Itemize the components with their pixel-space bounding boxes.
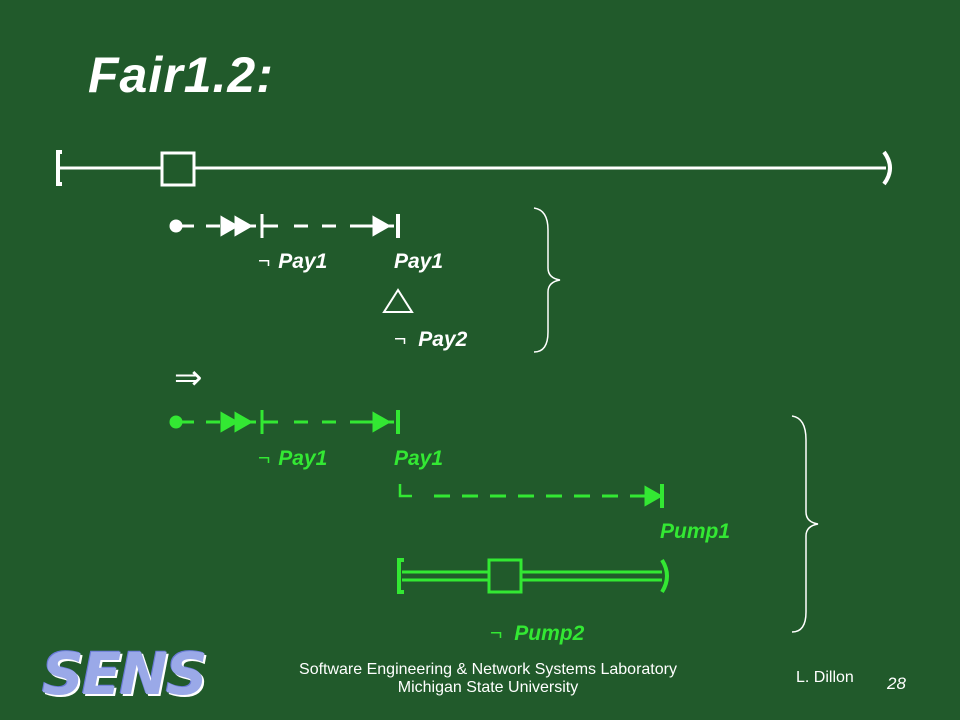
top-interval <box>56 150 892 187</box>
author: L. Dillon <box>796 669 854 686</box>
implies-icon: ⇒ <box>174 358 203 398</box>
top-end-arrow-1 <box>372 215 392 237</box>
bottom-brace <box>791 415 819 633</box>
bottom-dashed-interval <box>169 410 400 434</box>
green-left-bracket <box>397 558 404 594</box>
top-interval-box <box>160 151 196 187</box>
top-double-arrow-2 <box>234 215 254 237</box>
not-pump2-text: Pump2 <box>514 622 585 645</box>
and-triangle <box>382 288 414 313</box>
green-right-paren <box>660 558 669 594</box>
top-not-pay1-text: Pay1 <box>278 250 328 273</box>
pump1-label: Pump1 <box>660 520 731 543</box>
top-not-pay2-text: Pay2 <box>418 328 468 351</box>
green-interval <box>397 558 669 594</box>
slide-title: Fair1.2: <box>88 47 274 103</box>
negation-icon: ¬ <box>258 250 271 273</box>
top-interval-right-paren <box>882 150 892 186</box>
bottom-not-pay1-text: Pay1 <box>278 447 328 470</box>
bottom-pay1-label: Pay1 <box>394 447 444 470</box>
top-start-dot <box>169 219 183 233</box>
top-pay1-label: Pay1 <box>394 250 444 273</box>
not-pump2-label: ¬ Pump2 <box>490 622 584 646</box>
negation-icon: ¬ <box>490 622 503 645</box>
lab-name: Software Engineering & Network Systems L… <box>250 661 726 697</box>
top-not-pay2-label: ¬ Pay2 <box>394 328 467 352</box>
green-interval-box <box>487 558 523 594</box>
negation-icon: ¬ <box>258 447 271 470</box>
bottom-end-arrow-1 <box>372 411 392 433</box>
pump1-arrowhead <box>644 485 664 507</box>
lab-line2: Michigan State University <box>397 679 579 696</box>
bottom-double-arrow-2 <box>234 411 254 433</box>
bottom-double-arrow-1 <box>220 411 240 433</box>
top-double-arrow-1 <box>220 215 240 237</box>
top-dashed-interval <box>169 214 400 238</box>
page-number: 28 <box>887 674 906 693</box>
bottom-start-dot <box>169 415 183 429</box>
negation-icon: ¬ <box>394 328 407 351</box>
pump1-dashed-arrow <box>398 484 664 508</box>
bottom-not-pay1-label: ¬ Pay1 <box>258 447 327 471</box>
sens-logo: SENS <box>42 640 208 708</box>
top-brace <box>533 207 561 353</box>
top-not-pay1-label: ¬ Pay1 <box>258 250 327 274</box>
lab-line1: Software Engineering & Network Systems L… <box>299 661 677 678</box>
